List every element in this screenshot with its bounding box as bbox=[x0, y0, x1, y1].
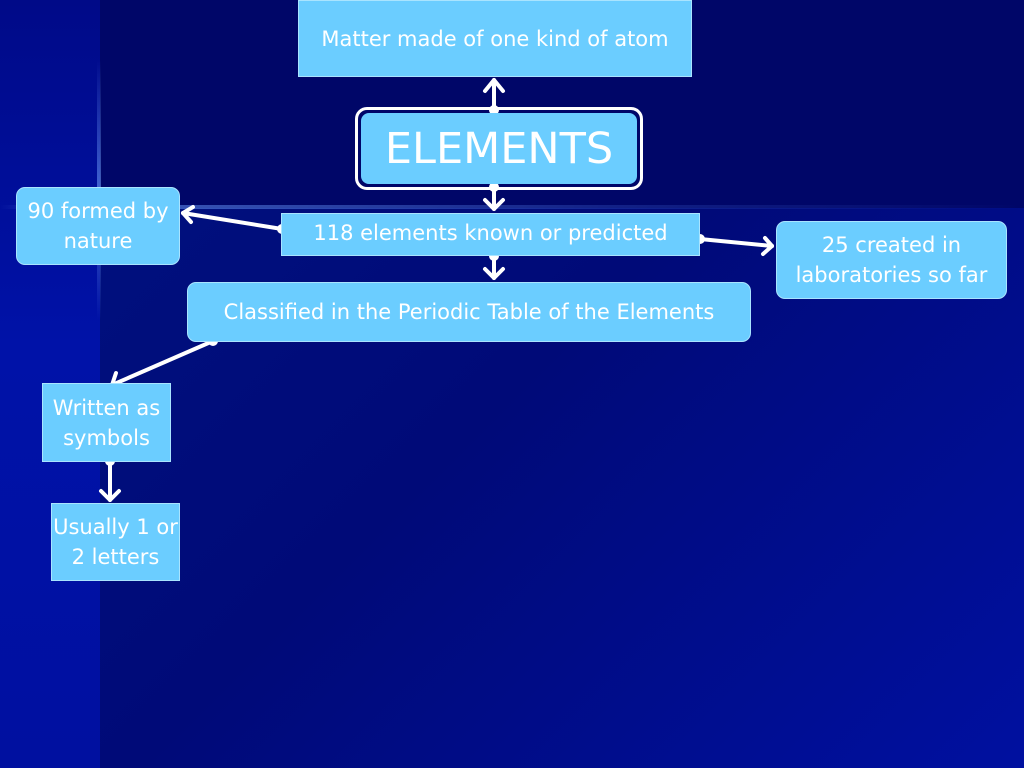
node-created: 25 created in laboratories so far bbox=[776, 221, 1007, 299]
node-classified-label: Classified in the Periodic Table of the … bbox=[223, 300, 715, 324]
node-elements: ELEMENTS bbox=[361, 113, 637, 184]
background-horizontal-glow bbox=[0, 205, 1024, 209]
node-nature-label: 90 formed by nature bbox=[27, 199, 169, 253]
node-written: Written as symbols bbox=[42, 383, 171, 462]
node-elements-frame bbox=[355, 107, 643, 190]
node-elements-label: ELEMENTS bbox=[384, 123, 614, 174]
node-created-label: 25 created in laboratories so far bbox=[795, 233, 988, 287]
node-classified: Classified in the Periodic Table of the … bbox=[187, 282, 751, 342]
node-known: 118 elements known or predicted bbox=[281, 213, 700, 256]
node-matter: Matter made of one kind of atom bbox=[298, 0, 692, 77]
node-written-label: Written as symbols bbox=[52, 395, 161, 450]
node-matter-label: Matter made of one kind of atom bbox=[321, 26, 669, 51]
node-nature: 90 formed by nature bbox=[16, 187, 180, 265]
node-usually-label: Usually 1 or 2 letters bbox=[53, 515, 178, 569]
node-usually: Usually 1 or 2 letters bbox=[51, 503, 180, 581]
node-known-label: 118 elements known or predicted bbox=[313, 220, 668, 245]
